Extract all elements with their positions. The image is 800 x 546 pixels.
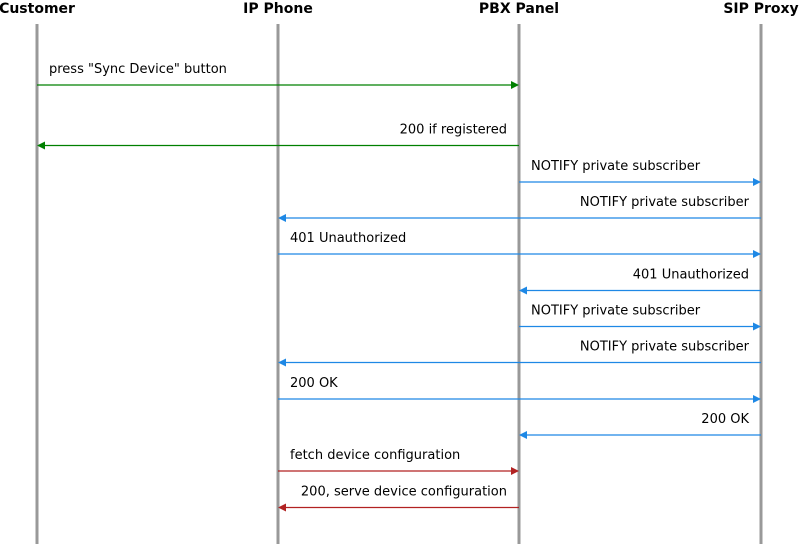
message-label: fetch device configuration: [290, 448, 460, 463]
arrowhead-icon: [511, 467, 519, 475]
message-10: 200 OK: [519, 412, 761, 439]
message-label: 200 if registered: [400, 123, 507, 138]
message-label: press "Sync Device" button: [49, 62, 227, 77]
actor-label-sip-proxy: SIP Proxy: [723, 1, 798, 17]
message-5: 401 Unauthorized: [278, 231, 761, 258]
messages: press "Sync Device" button 200 if registe…: [37, 62, 761, 512]
actor-label-ip-phone: IP Phone: [243, 1, 313, 17]
actor-labels: Customer IP Phone PBX Panel SIP Proxy: [0, 1, 799, 17]
arrowhead-icon: [519, 286, 527, 295]
lifelines: [35, 24, 763, 544]
arrowhead-icon: [511, 81, 519, 89]
message-label: 401 Unauthorized: [290, 231, 406, 246]
message-7: NOTIFY private subscriber: [519, 304, 761, 331]
message-label: NOTIFY private subscriber: [531, 159, 701, 174]
message-6: 401 Unauthorized: [519, 268, 761, 295]
arrowhead-icon: [37, 141, 45, 150]
message-2: 200 if registered: [37, 123, 519, 150]
arrowhead-icon: [753, 178, 761, 186]
arrowhead-icon: [753, 250, 761, 258]
message-label: 200, serve device configuration: [301, 485, 507, 500]
message-label: NOTIFY private subscriber: [580, 195, 750, 210]
message-8: NOTIFY private subscriber: [278, 340, 761, 367]
message-3: NOTIFY private subscriber: [519, 159, 761, 186]
message-label: NOTIFY private subscriber: [580, 340, 750, 355]
actor-label-pbx-panel: PBX Panel: [479, 1, 559, 17]
arrowhead-icon: [278, 358, 286, 367]
message-label: 200 OK: [701, 412, 749, 427]
message-11: fetch device configuration: [278, 448, 519, 475]
arrowhead-icon: [753, 395, 761, 403]
message-9: 200 OK: [278, 376, 761, 403]
message-1: press "Sync Device" button: [37, 62, 519, 89]
arrowhead-icon: [753, 322, 761, 331]
message-label: 200 OK: [290, 376, 338, 391]
arrowhead-icon: [278, 503, 286, 512]
message-4: NOTIFY private subscriber: [278, 195, 761, 222]
arrowhead-icon: [519, 431, 527, 439]
arrowhead-icon: [278, 214, 286, 222]
message-label: 401 Unauthorized: [633, 268, 749, 283]
message-12: 200, serve device configuration: [278, 485, 519, 512]
message-label: NOTIFY private subscriber: [531, 304, 701, 319]
actor-label-customer: Customer: [0, 1, 75, 17]
